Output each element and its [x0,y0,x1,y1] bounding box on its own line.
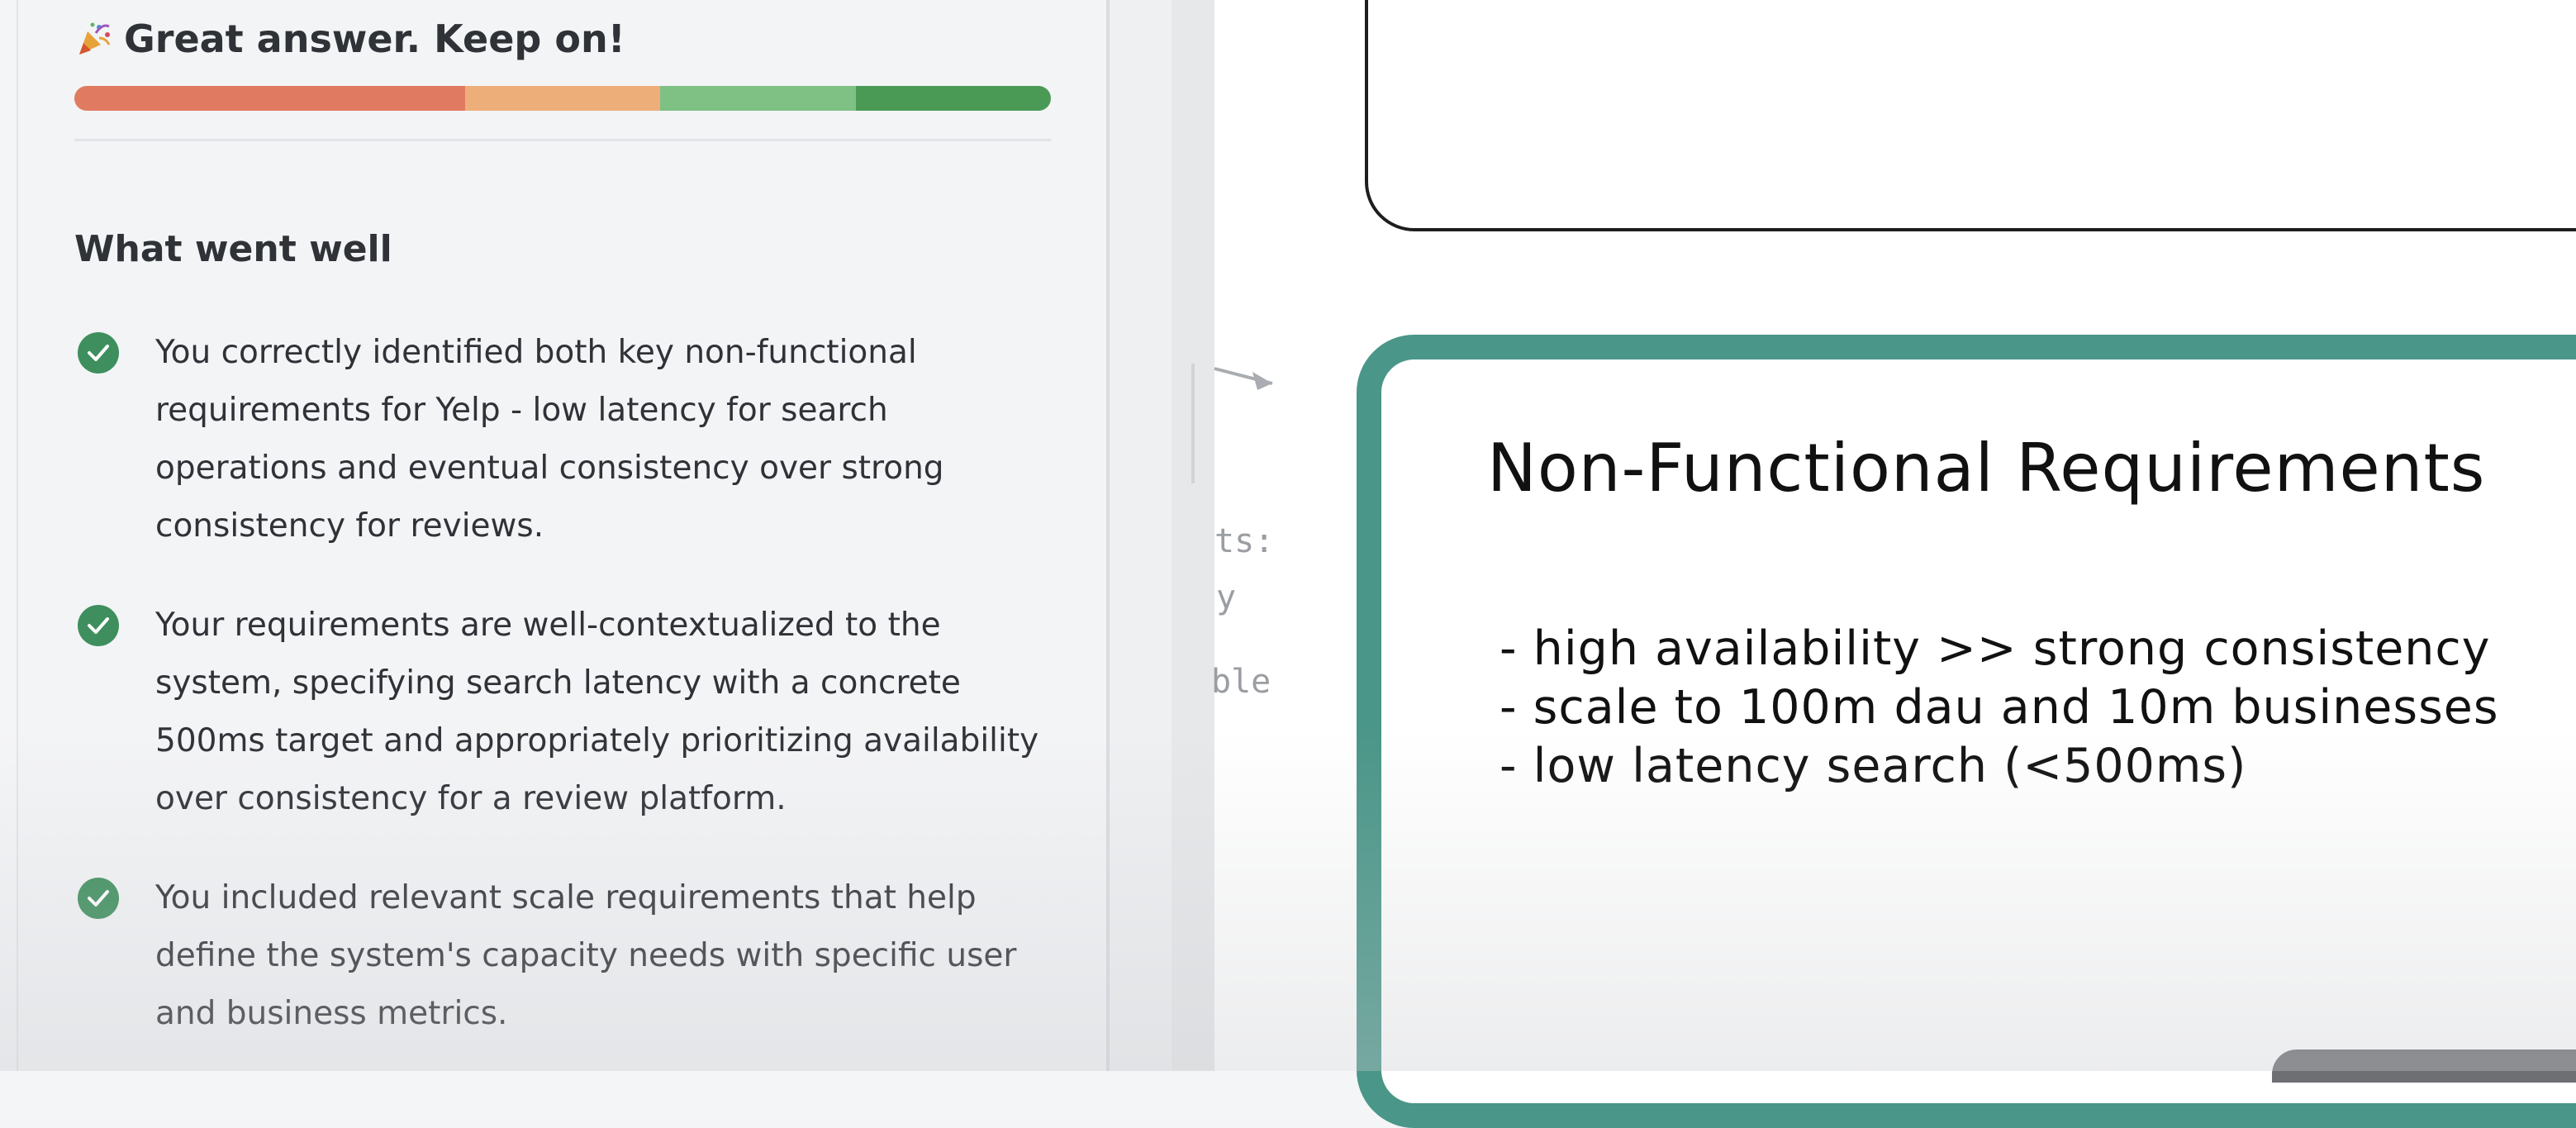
feedback-text: Your requirements are well-contextualize… [155,597,1105,828]
nfr-item: - high availability >> strong consistenc… [1499,621,2491,676]
feedback-line: You correctly identified both key non-fu… [155,334,917,371]
score-heading: Great answer. Keep on! [74,17,625,61]
section-title: What went well [74,228,392,270]
feedback-line: Your requirements are well-contextualize… [155,607,941,644]
score-bar-segment [464,86,661,111]
canvas-toolbar-edge [2272,1049,2576,1083]
ghost-label: y [1216,578,1237,616]
nfr-item: - low latency search (<500ms) [1499,739,2247,793]
score-bar-segment [855,86,1051,111]
score-bar [74,86,1051,111]
ghost-label: ble [1211,663,1271,701]
nfr-list: - high availability >> strong consistenc… [1499,620,2499,796]
feedback-line: 500ms target and appropriately prioritiz… [155,722,1039,759]
score-bar-segment [660,86,856,111]
resize-handle[interactable] [1172,0,1214,1071]
feedback-line: consistency for reviews. [155,507,544,545]
nfr-item: - scale to 100m dau and 10m businesses [1499,680,2499,735]
check-circle-icon [78,605,119,646]
score-title: Great answer. Keep on! [124,17,625,61]
feedback-line: and business metrics. [155,995,508,1032]
feedback-text: You included relevant scale requirements… [155,869,1105,1043]
feedback-line: requirements for Yelp - low latency for … [155,392,888,429]
divider [74,139,1051,141]
feedback-line: over consistency for a review platform. [155,780,787,817]
arrow-connector-icon [1191,364,1273,483]
ghost-label: ts: [1214,522,1275,560]
feedback-panel: Great answer. Keep on! What went well Yo… [17,0,1110,1071]
check-circle-icon [78,332,119,374]
nfr-title: Non-Functional Requirements [1487,430,2486,507]
feedback-line: system, specifying search latency with a… [155,664,961,702]
feedback-line: operations and eventual consistency over… [155,450,944,487]
party-popper-icon [79,22,111,55]
feedback-text: You correctly identified both key non-fu… [155,324,1105,555]
check-circle-icon [78,878,119,919]
panel-gutter [1110,0,1180,1071]
feedback-line: define the system's capacity needs with … [155,937,1017,974]
diagram-box-top[interactable] [1365,0,2576,231]
score-bar-segment [74,86,465,111]
feedback-line: You included relevant scale requirements… [155,879,977,916]
